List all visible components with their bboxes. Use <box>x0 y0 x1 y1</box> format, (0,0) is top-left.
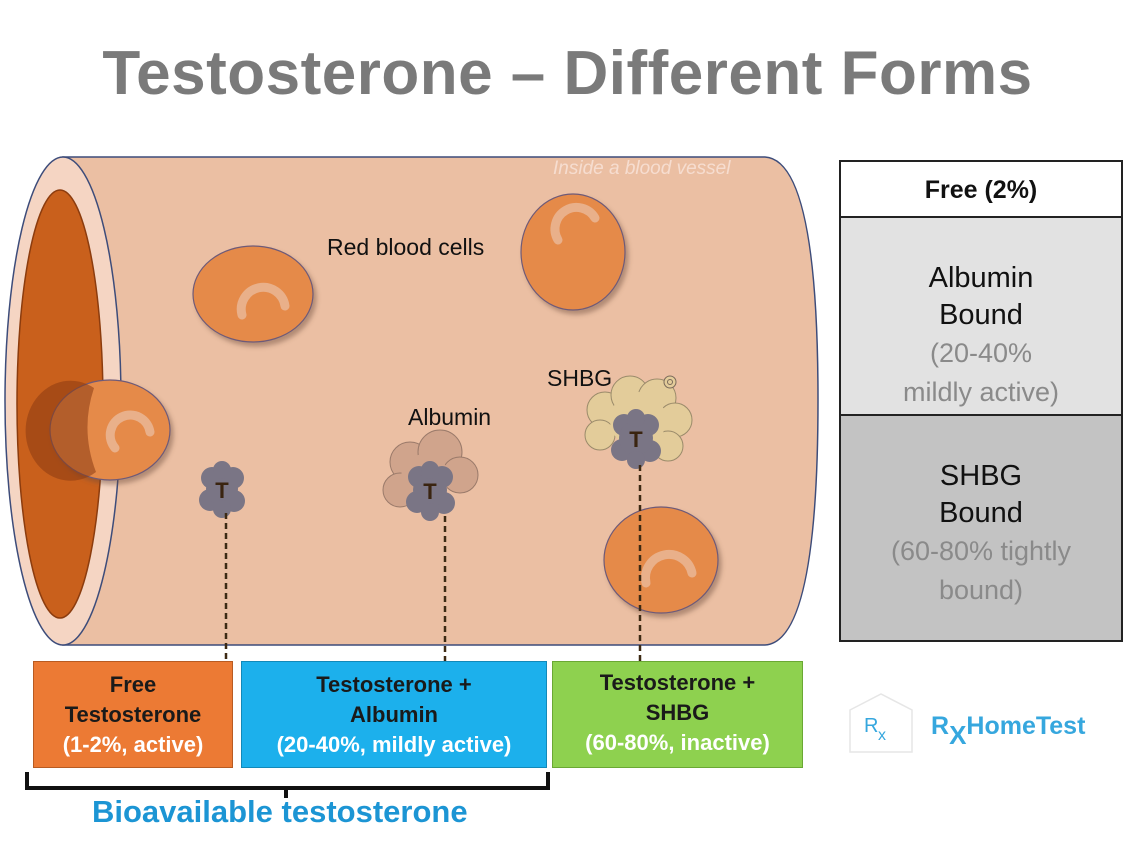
page-title: Testosterone – Different Forms <box>102 39 1033 108</box>
stack-albumin-line2: Bound <box>939 299 1023 331</box>
t-marker: T <box>629 427 643 452</box>
free-box-line2: Testosterone <box>64 702 202 727</box>
free-box-detail: (1-2%, active) <box>62 732 204 757</box>
testosterone-molecule-albumin <box>406 461 455 521</box>
red-blood-cells-label: Red blood cells <box>327 234 485 260</box>
testosterone-molecule-shbg <box>611 409 661 469</box>
logo-name: HomeTest <box>966 712 1086 740</box>
shbg-bound-box: Testosterone + SHBG (60-80%, inactive) <box>552 661 803 768</box>
red-blood-cell <box>192 245 314 343</box>
stack-albumin-detail1: (20-40% <box>929 338 1033 368</box>
albumin-box-line2: Albumin <box>350 702 438 727</box>
stack-free-segment: Free (2%) <box>841 162 1121 218</box>
shbg-box-line2: SHBG <box>645 700 710 725</box>
bioavailable-bracket <box>25 772 550 798</box>
albumin-bound-box: Testosterone + Albumin (20-40%, mildly a… <box>241 661 547 768</box>
cell-overlap-shadow <box>25 380 97 481</box>
rx-hometest-logo: RXHomeTest <box>931 710 1086 750</box>
shbg-label: SHBG <box>547 365 613 391</box>
t-marker: T <box>215 478 229 503</box>
logo-r: R <box>931 712 950 740</box>
testosterone-molecule-free <box>199 461 245 518</box>
rx-logo-icon-r: R <box>864 715 878 737</box>
rx-logo-icon-x: x <box>878 727 886 744</box>
red-blood-cell <box>520 193 626 311</box>
bioavailable-label: Bioavailable testosterone <box>92 794 468 829</box>
stack-albumin-segment: Albumin Bound (20-40% mildly active) <box>841 218 1121 416</box>
stack-shbg-segment: SHBG Bound (60-80% tightly bound) <box>841 416 1121 640</box>
connector-lines <box>224 465 642 661</box>
proportion-stack: Free (2%) Albumin Bound (20-40% mildly a… <box>839 160 1123 642</box>
stack-shbg-line1: SHBG <box>939 460 1023 492</box>
stack-albumin-line1: Albumin <box>928 262 1034 294</box>
free-box-line1: Free <box>109 672 157 697</box>
shbg-box-line1: Testosterone + <box>599 670 756 695</box>
albumin-label: Albumin <box>408 404 492 430</box>
shbg-box-detail: (60-80%, inactive) <box>585 730 770 755</box>
logo-x: X <box>949 720 967 750</box>
stack-albumin-detail2: mildly active) <box>902 377 1060 407</box>
vessel-note: Inside a blood vessel <box>553 158 731 179</box>
red-blood-cell <box>603 506 719 614</box>
stack-shbg-detail2: bound) <box>938 575 1024 605</box>
free-testosterone-box: Free Testosterone (1-2%, active) <box>33 661 233 768</box>
stack-shbg-detail1: (60-80% tightly <box>890 536 1072 566</box>
stack-shbg-line2: Bound <box>939 497 1023 529</box>
albumin-box-line1: Testosterone + <box>316 672 472 697</box>
rx-logo-icon: R x <box>849 693 913 753</box>
t-marker: T <box>423 479 437 504</box>
albumin-box-detail: (20-40%, mildly active) <box>276 732 512 757</box>
